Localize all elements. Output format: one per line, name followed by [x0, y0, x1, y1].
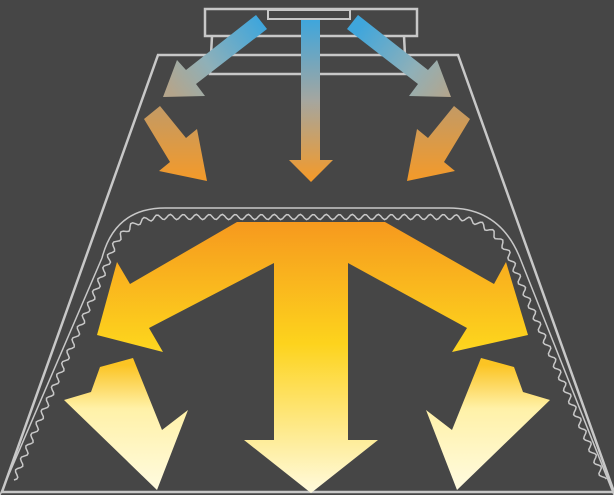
center-down-arrow [289, 20, 333, 182]
upper-left-cool-arrow [163, 15, 267, 97]
lower-right-arrow [426, 358, 550, 490]
big-t-arrow [97, 222, 528, 493]
outer-trapezoid-outline [0, 53, 614, 494]
heat-zone-left-edge [0, 257, 103, 495]
upper-right-cool-arrow [347, 15, 451, 97]
right-warm-arrow [407, 106, 470, 181]
lower-left-arrow [64, 358, 188, 490]
heat-zone-wavy-border [13, 213, 607, 481]
left-warm-arrow [144, 106, 207, 181]
heat-zone-outline [101, 207, 614, 495]
